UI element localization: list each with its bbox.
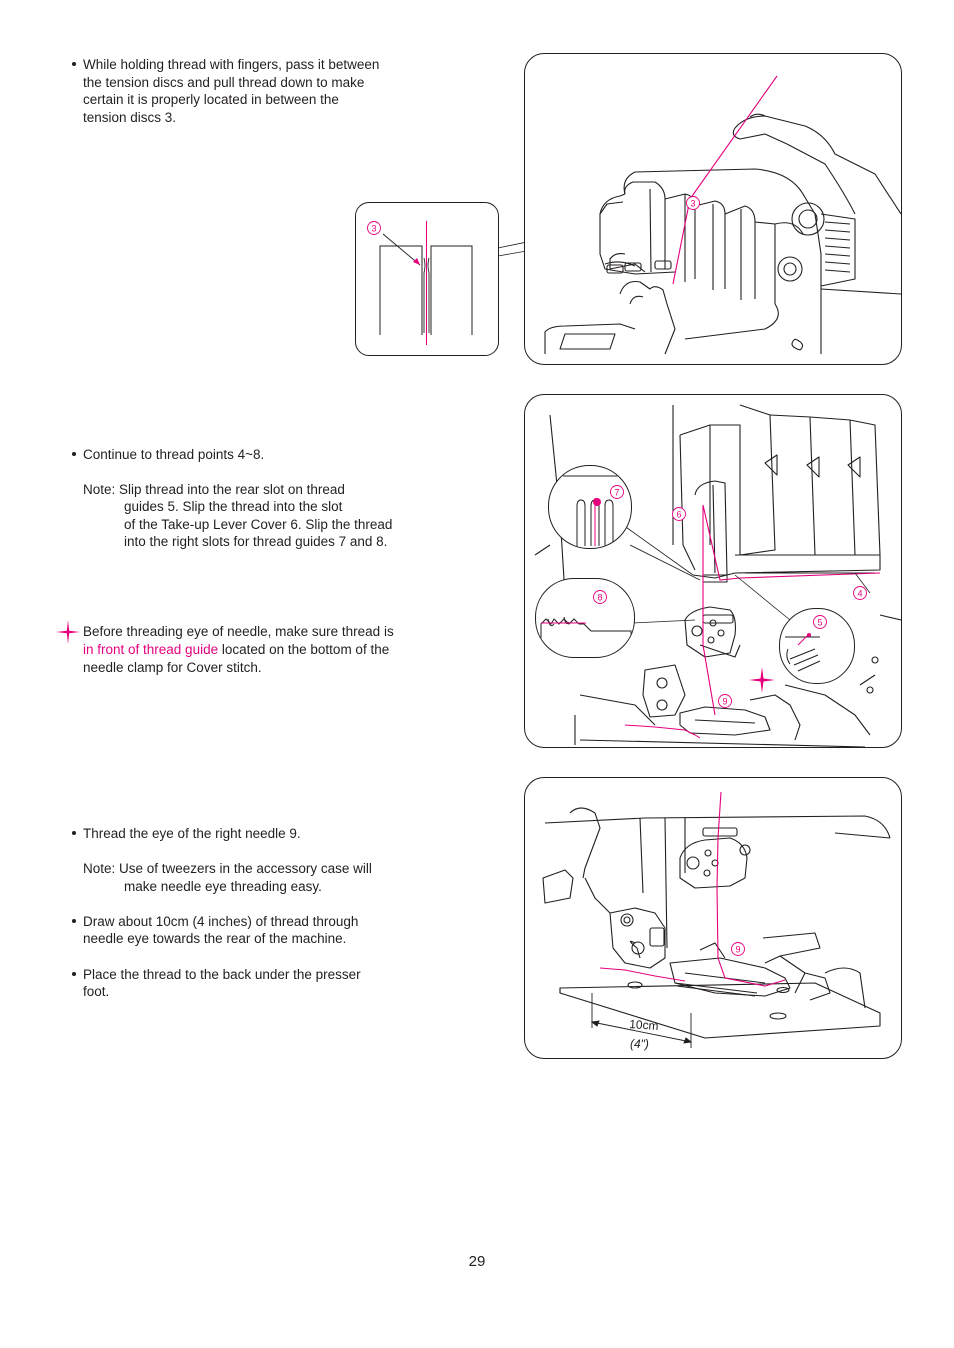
callout-6: 6 [676,510,681,520]
callout-7: 7 [614,488,619,498]
measurement-bracket [590,993,693,1048]
warning-line2: in front of thread guide located on the … [83,641,389,659]
callout-4: 4 [857,589,862,599]
thread-guide-7-inset: 7 [548,465,632,549]
section1-line2: the tension discs and pull thread down t… [83,75,365,90]
machine-top-drawing: 3 [544,75,901,355]
tension-disc-right [430,245,473,335]
section2-note-line3: of the Take-up Lever Cover 6. Slip the t… [124,517,393,532]
section3-note-line1: Note: Use of tweezers in the accessory c… [83,861,372,876]
thread-tail-line [624,724,701,739]
section3-bullet2: Draw about 10cm (4 inches) of thread thr… [72,913,359,931]
sparkle-star-icon [56,620,80,644]
sparkle-star-icon [749,667,775,693]
bullet-dot [72,831,76,835]
section3-bullet2-line1: Draw about 10cm (4 inches) of thread thr… [83,914,359,929]
needle-eye-drawing: 9 10cm (4") [542,791,891,1051]
thread-guide-5-inset: 5 [779,608,855,684]
warning-highlight: in front of thread guide [83,642,219,657]
measure-cm-label: 10cm [629,1017,659,1033]
measure-inch-label: (4") [630,1037,649,1051]
thread-guide-8-inset: 8 [535,578,635,658]
arrow-icon [413,258,420,265]
bullet-dot [72,62,76,66]
section3-bullet3-line1: Place the thread to the back under the p… [83,967,361,982]
section2-note-line4: into the right slots for thread guides 7… [124,534,388,549]
section1-line4: tension discs 3. [83,110,177,125]
figure-tension-discs: 3 [524,53,902,365]
tension-disc-inset: 3 [355,202,499,356]
section3-bullet3-line2: foot. [83,984,110,999]
warning-line3: needle clamp for Cover stitch. [83,660,262,675]
section3-note-line2: make needle eye threading easy. [124,879,322,894]
section1-line3: certain it is properly located in betwee… [83,92,339,107]
tension-disc-left [379,245,423,335]
section3-bullet2-line2: needle eye towards the rear of the machi… [83,931,347,946]
section1-line1: While holding thread with fingers, pass … [83,57,380,72]
section1-bullet: While holding thread with fingers, pass … [72,56,380,74]
section3-bullet3: Place the thread to the back under the p… [72,966,361,984]
bullet-dot [72,972,76,976]
bullet-dot [72,452,76,456]
callout-8: 8 [597,593,602,603]
thread-guides-drawing: 4 6 9 [534,404,901,747]
callout-circle [367,221,381,235]
section2-bullet: Continue to thread points 4~8. [72,446,265,464]
thread-line [716,791,786,987]
warning-part1: Before threading eye of needle, make sur… [83,624,394,639]
figure-needle-eye: 9 10cm (4") [524,777,902,1059]
section3-bullet1: Thread the eye of the right needle 9. [72,825,301,843]
warning-part2: located on the bottom of the [218,642,390,657]
thread-line [702,504,881,716]
callout-5: 5 [817,618,822,628]
thread-tail-line [599,967,686,982]
section2-bullet1: Continue to thread points 4~8. [83,447,265,462]
tension-disc-inset-drawing: 3 [367,221,473,345]
section2-note-line1: Note: Slip thread into the rear slot on … [83,482,345,497]
callout-9: 9 [722,697,727,707]
warning-line1: Before threading eye of needle, make sur… [83,623,394,641]
bullet-dot [72,919,76,923]
leader-line [382,233,421,266]
figure-thread-guides: 4 6 9 7 8 [524,394,902,748]
callout-9: 9 [735,945,740,955]
section3-bullet1-text: Thread the eye of the right needle 9. [83,826,301,841]
callout-3: 3 [690,199,695,209]
section2-note-line2: guides 5. Slip the thread into the slot [124,499,343,514]
callout-3: 3 [371,224,376,234]
callout-circle [686,196,700,210]
page-number: 29 [468,1253,486,1270]
